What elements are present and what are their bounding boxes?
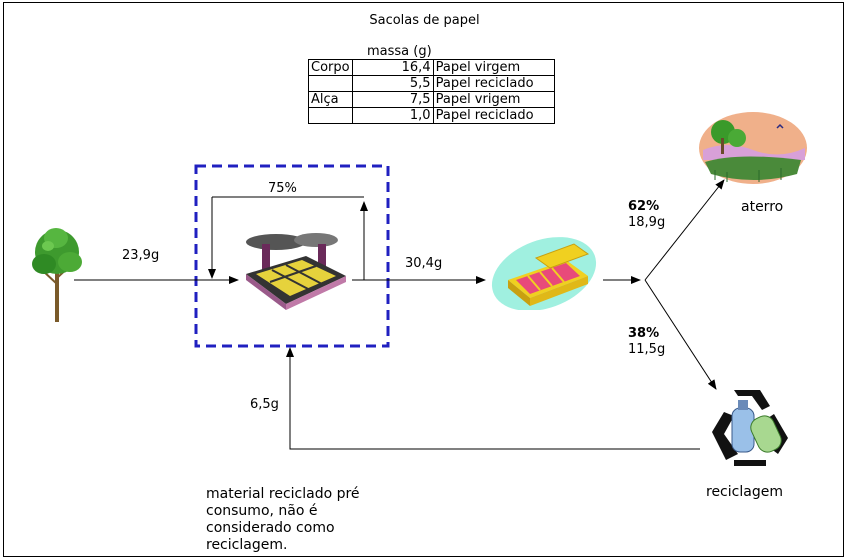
mass-table: Corpo 16,4 Papel virgem 5,5 Papel recicl… (308, 59, 555, 124)
flow-label-tree-to-factory: 23,9g (122, 248, 160, 263)
flow-label-recycled-return: 6,5g (250, 397, 279, 412)
recycling-icon (712, 390, 788, 466)
recycling-percentage: 38% (628, 326, 660, 341)
landfill-label: aterro (741, 199, 784, 215)
table-cell-material: Papel reciclado (432, 75, 555, 92)
recycling-label: reciclagem (706, 484, 783, 500)
table-row: 5,5 Papel reciclado (308, 75, 555, 92)
factory-icon (246, 233, 346, 310)
table-cell-value: 1,0 (351, 107, 434, 124)
arrow-to-recycling (644, 279, 717, 390)
arrow-recycling-return (286, 347, 700, 450)
landscape-icon (699, 112, 807, 184)
recycling-mass: 11,5g (628, 342, 666, 357)
arrow-to-landfill (644, 179, 725, 281)
diagram-title: Sacolas de papel (369, 13, 480, 28)
table-row: 1,0 Papel reciclado (308, 107, 555, 124)
table-cell-part: Alça (308, 91, 353, 108)
paper-bag-box-icon (491, 237, 597, 310)
table-cell-material: Papel reciclado (432, 107, 555, 124)
flow-label-factory-to-product: 30,4g (405, 256, 443, 271)
table-header: massa (g) (367, 44, 432, 59)
landfill-percentage: 62% (628, 199, 660, 214)
flow-label-internal-loop: 75% (268, 181, 297, 196)
landfill-mass: 18,9g (628, 215, 666, 230)
tree-icon (32, 228, 82, 322)
process-boundary-box (194, 164, 390, 348)
diagram-frame (3, 2, 844, 557)
table-cell-value: 5,5 (351, 75, 434, 92)
pre-consumer-note: material reciclado pré consumo, não é co… (206, 486, 360, 553)
